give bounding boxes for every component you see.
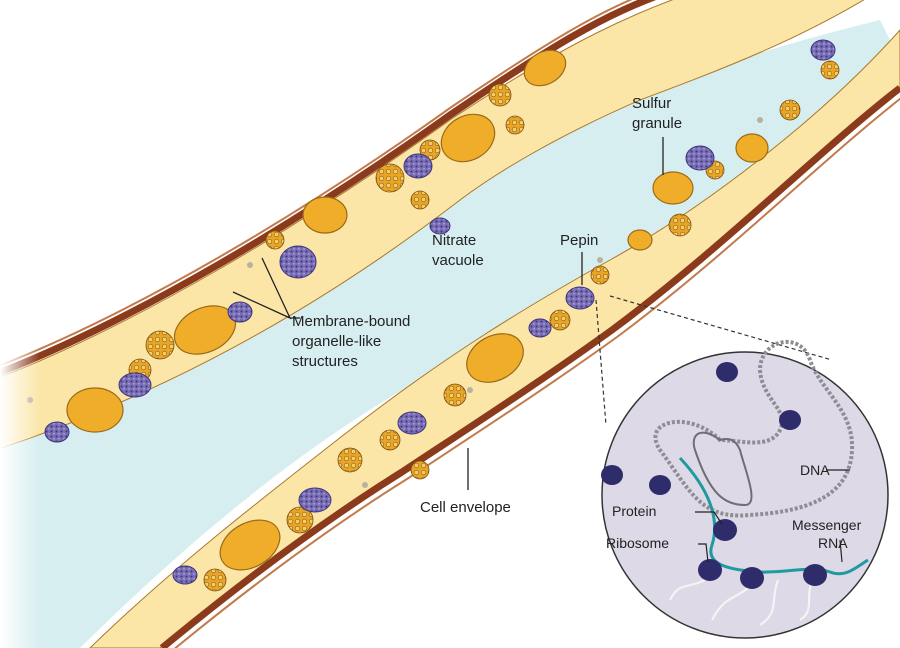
label-mrna-2: RNA: [818, 535, 848, 551]
label-membrane-3: structures: [292, 353, 358, 370]
leader-lines: [232, 137, 664, 490]
zoom-lines: [595, 295, 833, 426]
upper-cell-envelope: [0, 0, 656, 377]
pepin-organelle: [565, 286, 595, 310]
left-fade: [0, 0, 40, 648]
label-protein: Protein: [612, 503, 656, 519]
label-nitrate-1: Nitrate: [432, 232, 476, 249]
ribosomes: [601, 362, 827, 589]
sulfur-granules-lower: [219, 133, 769, 571]
inset-circle: [601, 351, 889, 639]
label-sulfur-1: Sulfur: [632, 95, 671, 112]
label-sulfur-2: granule: [632, 115, 682, 132]
lower-cell-envelope: [159, 85, 900, 648]
organelle-clusters: [128, 60, 840, 592]
label-pepin: Pepin: [560, 232, 598, 249]
label-cell-envelope: Cell envelope: [420, 499, 511, 516]
pepin-inset: [601, 340, 889, 639]
label-membrane-1: Membrane-bound: [292, 313, 410, 330]
small-particles: [27, 117, 763, 488]
label-membrane-2: organelle-like: [292, 333, 381, 350]
label-dna: DNA: [800, 462, 830, 478]
label-ribosome: Ribosome: [606, 535, 669, 551]
dna-loop: [653, 340, 855, 518]
pepin-organelles: [44, 39, 836, 585]
label-nitrate-2: vacuole: [432, 252, 484, 269]
label-mrna-1: Messenger: [792, 517, 862, 533]
